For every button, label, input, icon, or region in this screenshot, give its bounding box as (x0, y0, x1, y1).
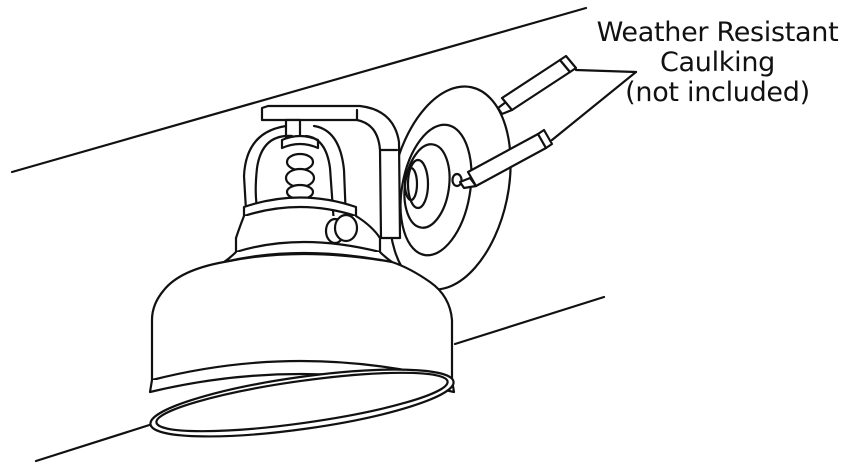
caulking-callout-label: Weather Resistant Caulking (not included… (585, 18, 850, 108)
callout-line-3: (not included) (625, 77, 810, 108)
caulk-tube-lower (458, 128, 554, 190)
callout-leader-lower (550, 70, 638, 142)
wall-line-bottom-right (453, 295, 606, 346)
side-knob (324, 213, 359, 245)
wall-line-top (10, 6, 588, 174)
callout-line-1: Weather Resistant (596, 17, 839, 48)
callout-leader-upper (574, 68, 638, 74)
lamp-shade (148, 196, 456, 438)
wall-backplate (388, 85, 512, 291)
lamp-neck (280, 118, 320, 207)
arm-bracket (260, 104, 402, 240)
callout-line-2: Caulking (660, 47, 775, 78)
loop-hanger (242, 124, 348, 226)
caulk-tube-upper (496, 54, 578, 116)
